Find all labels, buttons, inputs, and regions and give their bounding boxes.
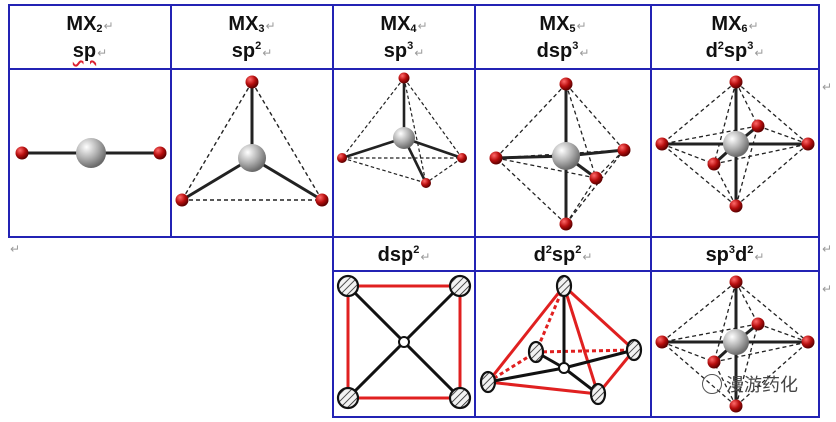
geometry-octahedral-d2sp3	[650, 68, 820, 238]
trigonal-diagram	[175, 75, 329, 207]
header-mx6: MX6↵ d2sp3↵	[650, 4, 820, 70]
paragraph-mark: ↵	[822, 242, 833, 256]
bipyramidal-diagram	[489, 77, 631, 231]
header-mx3: MX3↵ sp2↵	[170, 4, 334, 70]
header-mx4: MX4↵ sp3↵	[332, 4, 476, 70]
header-mx2: MX2↵ sp↵	[8, 4, 172, 70]
header-dsp2: dsp2↵	[332, 236, 476, 272]
tetrahedral-diagram	[337, 72, 467, 188]
geometry-linear	[8, 68, 172, 238]
octahedral-diagram-2	[655, 275, 815, 413]
square-planar-diagram	[336, 274, 472, 410]
square-pyramidal-diagram	[479, 274, 643, 406]
header-sp3d2: sp3d2↵	[650, 236, 820, 272]
geometry-trigonal-bipyramidal	[474, 68, 652, 238]
ligand-atom	[153, 146, 167, 160]
watermark-text: 漫游药化	[726, 375, 798, 395]
central-atom	[76, 138, 106, 168]
paragraph-mark: ↵	[10, 242, 21, 256]
header-mx5: MX5↵ dsp3↵	[474, 4, 652, 70]
geometry-square-planar	[332, 270, 476, 418]
header-d2sp2: d2sp2↵	[474, 236, 652, 272]
paragraph-mark: ↵	[822, 80, 833, 94]
watermark: 漫游药化	[702, 371, 798, 397]
wechat-icon	[702, 374, 722, 394]
paragraph-mark: ↵	[822, 282, 833, 296]
geometry-square-pyramidal	[474, 270, 652, 418]
geometry-tetrahedral	[332, 68, 476, 238]
ligand-atom	[15, 146, 29, 160]
octahedral-diagram	[655, 75, 815, 213]
linear-diagram	[15, 138, 167, 168]
geometry-trigonal-planar	[170, 68, 334, 238]
geometry-octahedral-sp3d2	[650, 270, 820, 418]
